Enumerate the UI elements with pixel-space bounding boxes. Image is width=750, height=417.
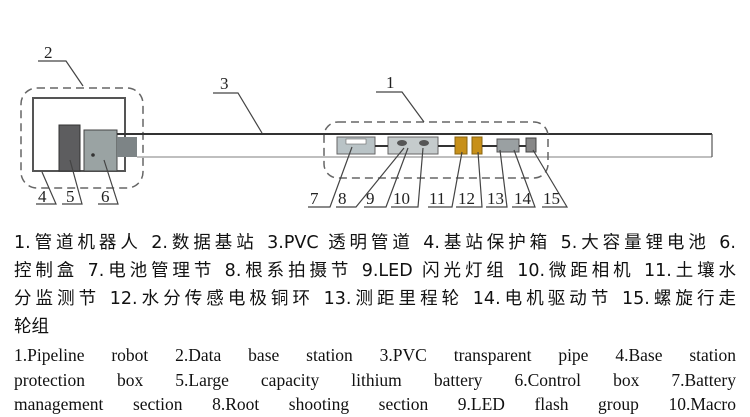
caption-chinese: 1.管道机器人 2.数据基站 3.PVC 透明管道 4.基站保护箱 5.大容量锂… bbox=[14, 229, 736, 341]
data-base-station-outline bbox=[20, 87, 144, 189]
label-5: 5 bbox=[66, 187, 75, 206]
caption-en-line: protection box 5.Large capacity lithium … bbox=[14, 369, 736, 390]
caption-zh-line: 分监测节 12.水分传感电极铜环 13.测距里程轮 14.电机驱动节 15.螺旋… bbox=[14, 289, 736, 309]
label-1: 1 bbox=[386, 73, 395, 92]
control-box bbox=[83, 129, 118, 172]
label-10: 10 bbox=[393, 189, 410, 208]
label-7: 7 bbox=[310, 189, 319, 208]
caption-en-line: 1.Pipeline robot 2.Data base station 3.P… bbox=[14, 345, 736, 365]
label-13: 13 bbox=[487, 189, 504, 208]
label-12: 12 bbox=[458, 189, 475, 208]
label-9: 9 bbox=[366, 189, 375, 208]
label-6: 6 bbox=[101, 187, 110, 206]
label-4: 4 bbox=[38, 187, 47, 206]
caption-zh-line: 1.管道机器人 2.数据基站 3.PVC 透明管道 4.基站保护箱 5.大容量锂… bbox=[14, 233, 736, 253]
label-15: 15 bbox=[543, 189, 560, 208]
pipeline-robot-outline bbox=[323, 121, 549, 179]
label-11: 11 bbox=[429, 189, 445, 208]
label-3: 3 bbox=[220, 74, 229, 93]
robot-system-diagram: 2 3 1 4 5 6 7 8 9 10 11 12 13 14 15 bbox=[20, 43, 713, 208]
caption-en-line: management section 8.Root shooting secti… bbox=[14, 394, 736, 414]
label-8: 8 bbox=[338, 189, 347, 208]
caption-english: 1.Pipeline robot 2.Data base station 3.P… bbox=[14, 343, 736, 417]
lithium-battery bbox=[58, 124, 81, 172]
label-14: 14 bbox=[514, 189, 532, 208]
pipeline-robot bbox=[336, 136, 537, 155]
label-2: 2 bbox=[44, 43, 53, 62]
pipe-connector bbox=[117, 137, 137, 157]
caption-zh-line: 轮组 bbox=[14, 317, 49, 337]
caption-zh-line: 控制盒 7.电池管理节 8.根系拍摄节 9.LED 闪光灯组 10.微距相机 1… bbox=[14, 261, 736, 281]
